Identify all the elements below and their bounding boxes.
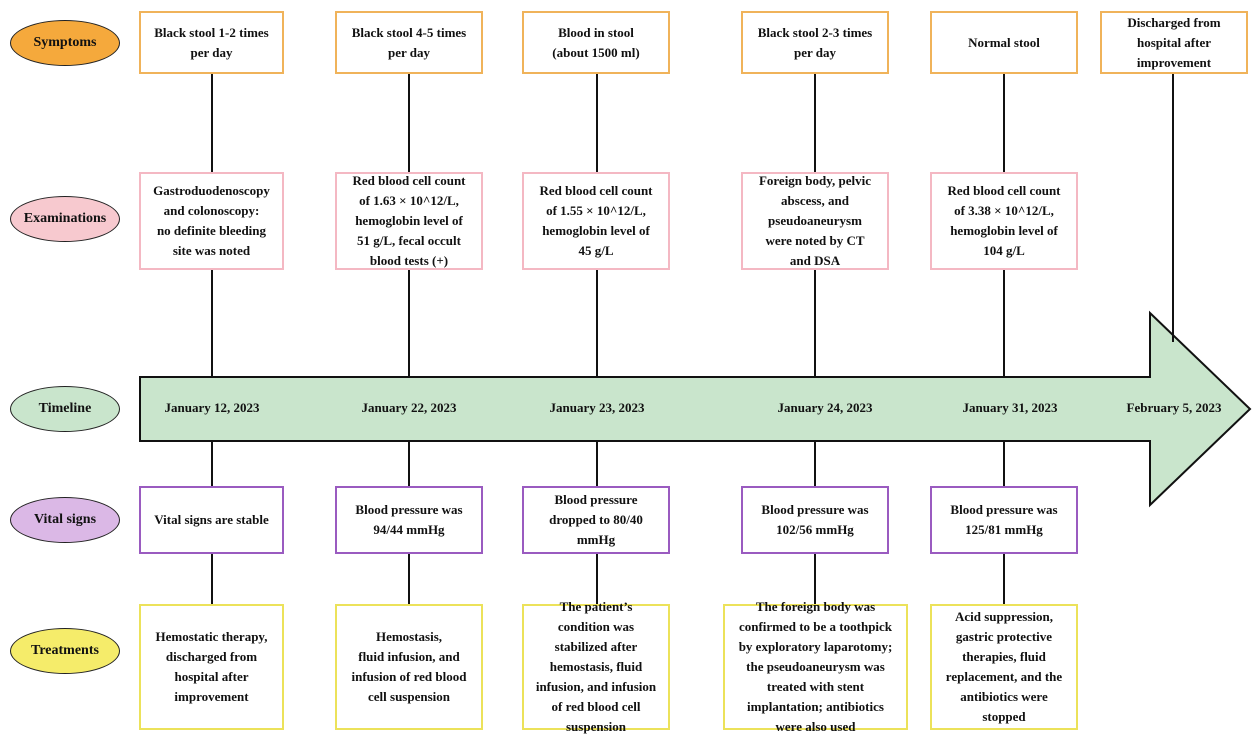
examination-box: Red blood cell count of 1.55 × 10^12/L, … [522, 172, 670, 270]
vital-signs-box: Blood pressure dropped to 80/40 mmHg [522, 486, 670, 554]
timeline-date: January 22, 2023 [361, 400, 457, 415]
treatment-box: Hemostatic therapy, discharged from hosp… [139, 604, 284, 730]
examination-box: Red blood cell count of 3.38 × 10^12/L, … [930, 172, 1078, 270]
treatment-box: Hemostasis, fluid infusion, and infusion… [335, 604, 483, 730]
timeline-date: February 5, 2023 [1126, 400, 1222, 415]
treatment-box: Acid suppression, gastric protective the… [930, 604, 1078, 730]
vital-signs-box: Blood pressure was 94/44 mmHg [335, 486, 483, 554]
symptom-box: Discharged from hospital after improveme… [1100, 11, 1248, 74]
treatment-box: The foreign body was confirmed to be a t… [723, 599, 908, 734]
symptom-box: Normal stool [930, 11, 1078, 74]
symptom-box: Blood in stool (about 1500 ml) [522, 11, 670, 74]
treatment-box: The patient’s condition was stabilized a… [522, 599, 670, 734]
symptom-box: Black stool 2-3 times per day [741, 11, 889, 74]
vital-signs-box: Vital signs are stable [139, 486, 284, 554]
row-label-timeline: Timeline [10, 386, 120, 432]
timeline-date: January 24, 2023 [777, 400, 873, 415]
row-label-treatments: Treatments [10, 628, 120, 674]
vital-signs-box: Blood pressure was 125/81 mmHg [930, 486, 1078, 554]
timeline-arrow [139, 310, 1252, 508]
row-label-examinations: Examinations [10, 196, 120, 242]
timeline-date: January 31, 2023 [962, 400, 1058, 415]
row-label-symptoms: Symptoms [10, 20, 120, 66]
row-label-vital-signs: Vital signs [10, 497, 120, 543]
symptom-box: Black stool 1-2 times per day [139, 11, 284, 74]
examination-box: Red blood cell count of 1.63 × 10^12/L, … [335, 172, 483, 270]
timeline-date: January 12, 2023 [164, 400, 260, 415]
examination-box: Gastroduodenoscopy and colonoscopy: no d… [139, 172, 284, 270]
examination-box: Foreign body, pelvic abscess, and pseudo… [741, 172, 889, 270]
timeline-date: January 23, 2023 [549, 400, 645, 415]
symptom-box: Black stool 4-5 times per day [335, 11, 483, 74]
vital-signs-box: Blood pressure was 102/56 mmHg [741, 486, 889, 554]
